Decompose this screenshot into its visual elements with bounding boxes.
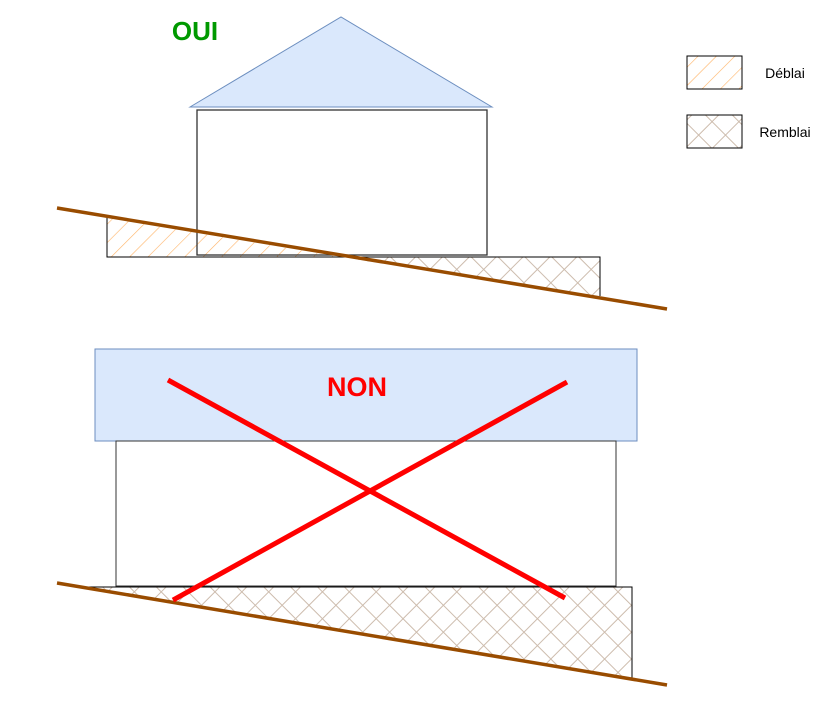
legend-fill-swatch <box>686 114 743 149</box>
bad-label: NON <box>327 372 387 402</box>
cut-area <box>107 218 340 257</box>
ground-line <box>56 206 668 311</box>
legend-fill-label: Remblai <box>759 124 810 140</box>
cross-mark-line <box>171 379 569 603</box>
cut-outline <box>106 216 340 258</box>
ground-line <box>56 581 668 687</box>
legend-cut-label: Déblai <box>765 65 805 81</box>
legend: Déblai Remblai <box>686 55 811 149</box>
house-walls <box>115 440 617 587</box>
good-example: OUI <box>56 16 668 311</box>
fill-outline <box>340 256 601 296</box>
house-walls <box>196 109 488 256</box>
legend-cut-swatch <box>686 55 743 90</box>
cross-mark-line <box>166 377 567 601</box>
good-label: OUI <box>172 16 218 46</box>
roof <box>188 16 494 108</box>
bad-example: NON <box>56 348 668 687</box>
fill-outline <box>85 586 633 678</box>
